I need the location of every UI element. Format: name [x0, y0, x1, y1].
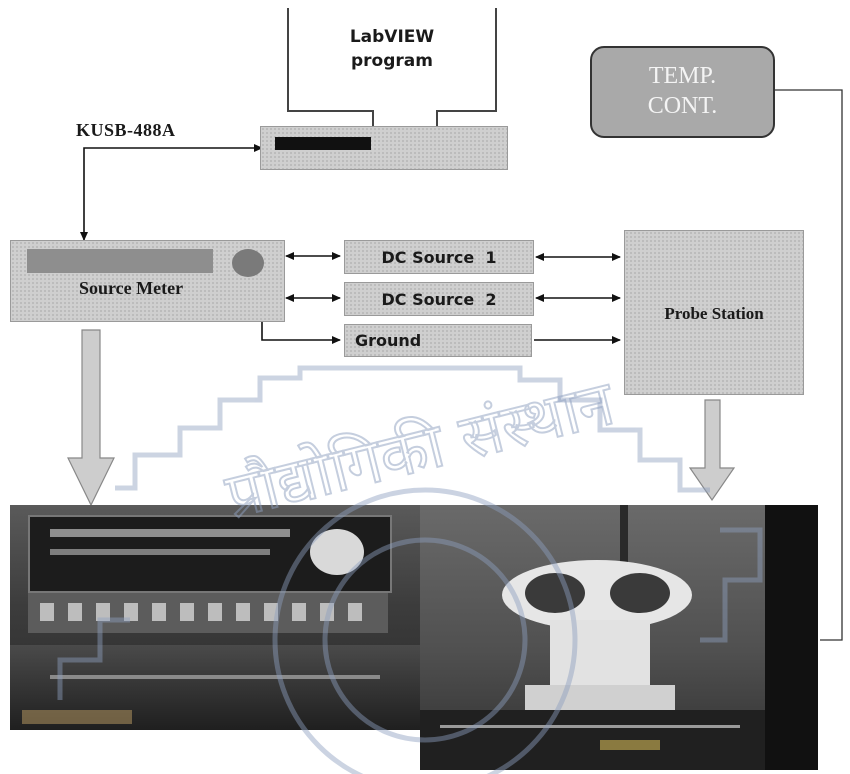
- labview-label-line2: program: [289, 50, 495, 72]
- dc-source-2-label: DC Source 2: [345, 283, 533, 315]
- disk-slot: [275, 137, 371, 150]
- gpib-link: [84, 148, 262, 240]
- temp-controller-line2: CONT.: [592, 92, 773, 120]
- ground-label: Ground: [355, 325, 435, 356]
- source-meter-label: Source Meter: [21, 275, 241, 301]
- probe-station-label: Probe Station: [625, 301, 803, 327]
- probe-station: Probe Station: [624, 230, 804, 395]
- probe-station-photo: [420, 505, 818, 770]
- interface-label: KUSB-488A: [76, 119, 216, 141]
- meter-knob: [232, 249, 264, 277]
- temp-controller: TEMP. CONT.: [590, 46, 775, 138]
- source-meter-photo: [10, 505, 420, 730]
- labview-label-line1: LabVIEW: [289, 26, 495, 48]
- source-meter: Source Meter: [10, 240, 285, 322]
- temp-controller-line1: TEMP.: [592, 62, 773, 90]
- dc-source-2: DC Source 2: [344, 282, 534, 316]
- computer-base: [260, 126, 508, 170]
- computer-monitor: LabVIEW program: [287, 8, 497, 112]
- ground: Ground: [344, 324, 532, 357]
- dc-source-1: DC Source 1: [344, 240, 534, 274]
- big-down-arrow-left: [68, 330, 114, 505]
- meter-display: [27, 249, 213, 273]
- dc-source-1-label: DC Source 1: [345, 241, 533, 273]
- arrow-meter-ground: [262, 320, 340, 340]
- big-down-arrow-right: [690, 400, 734, 500]
